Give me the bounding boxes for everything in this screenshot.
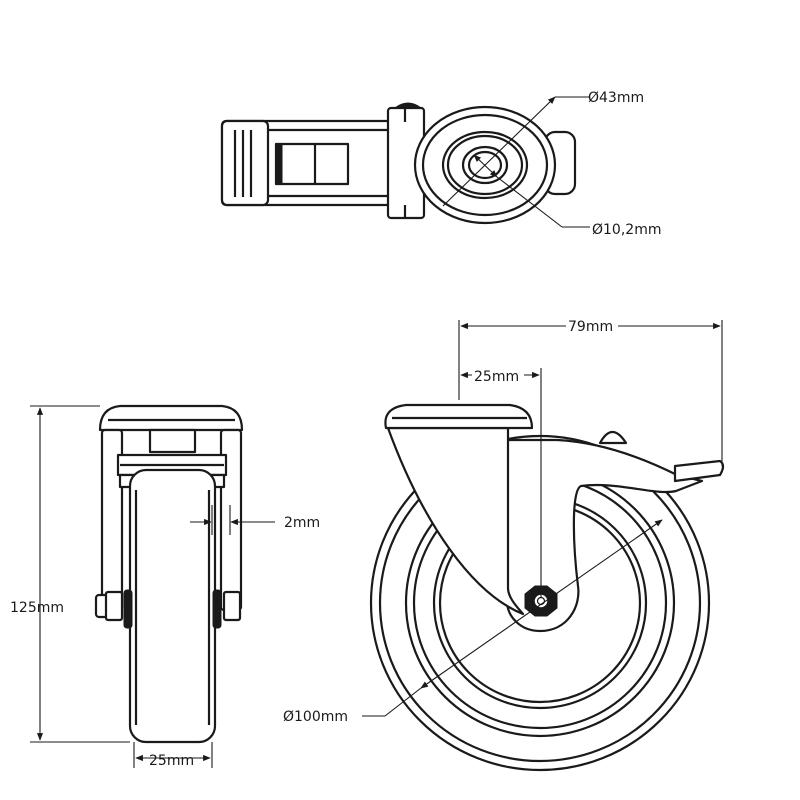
side-wheel-diameter-label: Ø100mm <box>283 709 348 725</box>
front-height-label: 125mm <box>10 600 64 616</box>
side-offset-label: 25mm <box>474 369 519 385</box>
top-bore-diameter-label: Ø10,2mm <box>592 222 661 238</box>
front-view: 125mm 25mm 2mm <box>10 404 320 769</box>
front-wheel-width-label: 25mm <box>149 753 194 769</box>
side-view: 79mm 25mm Ø100mm <box>283 316 725 772</box>
front-offset-label: 2mm <box>284 515 320 531</box>
side-overall-length-label: 79mm <box>568 319 613 335</box>
top-outer-diameter-label: Ø43mm <box>588 90 644 106</box>
top-view: Ø43mm Ø10,2mm <box>220 90 661 238</box>
